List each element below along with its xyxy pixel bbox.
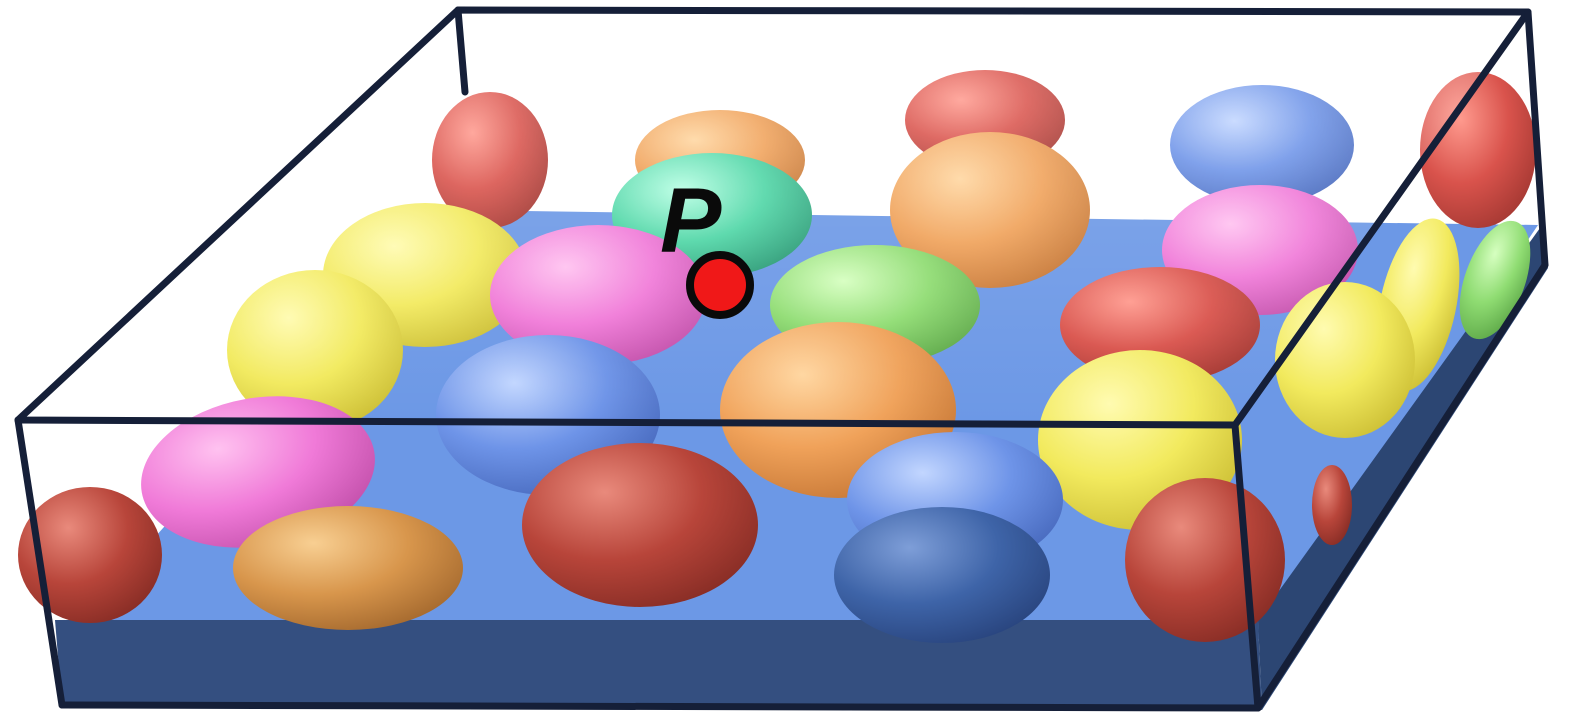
particle: [1125, 478, 1285, 642]
box-wireframe: [14, 6, 1549, 712]
floor-right-face: [1258, 228, 1548, 710]
box-back-right-edge: [1524, 8, 1549, 269]
box-front-left-edge: [14, 416, 66, 709]
particle: [18, 487, 162, 623]
point-p-label: P: [660, 170, 722, 272]
point-p-marker: [686, 251, 754, 319]
particle: [522, 443, 758, 607]
particle: [1312, 465, 1352, 545]
floor-front-face: [55, 620, 1262, 710]
particle: [834, 507, 1050, 643]
particle: [233, 506, 463, 630]
box-back-left-edge: [454, 6, 469, 96]
box-bottom-front-edge: [58, 701, 1262, 712]
box-front-right-edge: [1231, 421, 1262, 712]
box-bottom-right-edge: [1254, 261, 1549, 712]
box-haze: [18, 10, 1528, 425]
